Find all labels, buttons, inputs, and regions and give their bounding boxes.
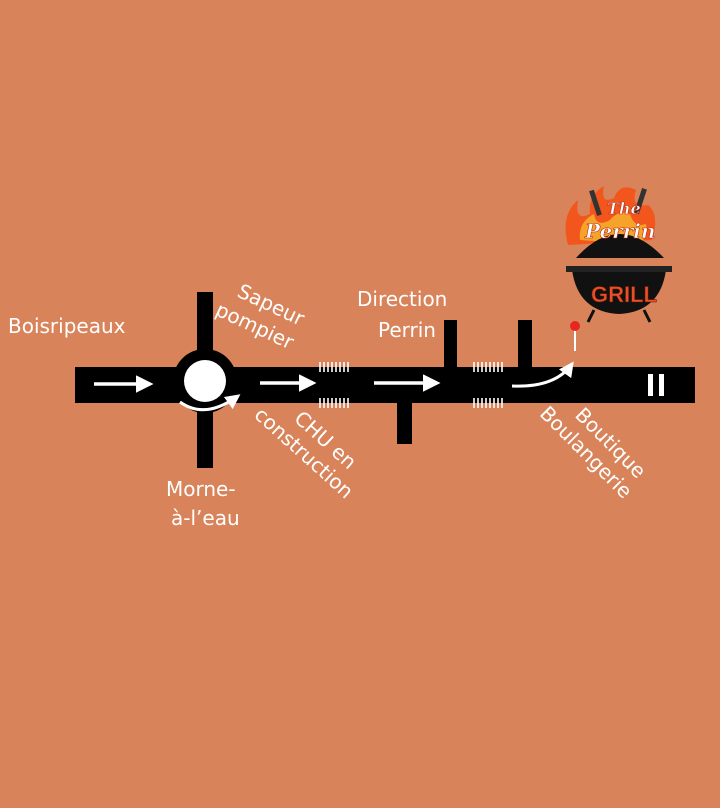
pedestrian-crossing-icon [473, 362, 503, 408]
label-direction-line2: Perrin [378, 318, 436, 342]
label-boisripeaux: Boisripeaux [8, 314, 126, 338]
perrin-grill-logo: The Perrin GRILL [565, 186, 672, 323]
main-road [75, 367, 695, 403]
pedestrian-crossing-icon [319, 362, 349, 408]
label-morne-line2: à-l’eau [171, 506, 240, 530]
logo-text-perrin: Perrin [584, 219, 655, 243]
location-pin-icon [570, 321, 580, 351]
north-road-boutique [518, 320, 532, 370]
south-road-chu [397, 398, 412, 444]
roundabout-icon [173, 349, 237, 413]
curved-arrow-icon [511, 361, 574, 388]
curved-arrow-icon [179, 394, 241, 412]
logo-text-grill: GRILL [591, 282, 657, 307]
logo-text-the: The [607, 199, 641, 218]
label-direction-line1: Direction [357, 287, 447, 311]
road-end-icon [648, 374, 664, 396]
label-morne-line1: Morne- [166, 477, 236, 501]
south-road-morne [197, 398, 213, 468]
north-road-perrin [444, 320, 457, 370]
